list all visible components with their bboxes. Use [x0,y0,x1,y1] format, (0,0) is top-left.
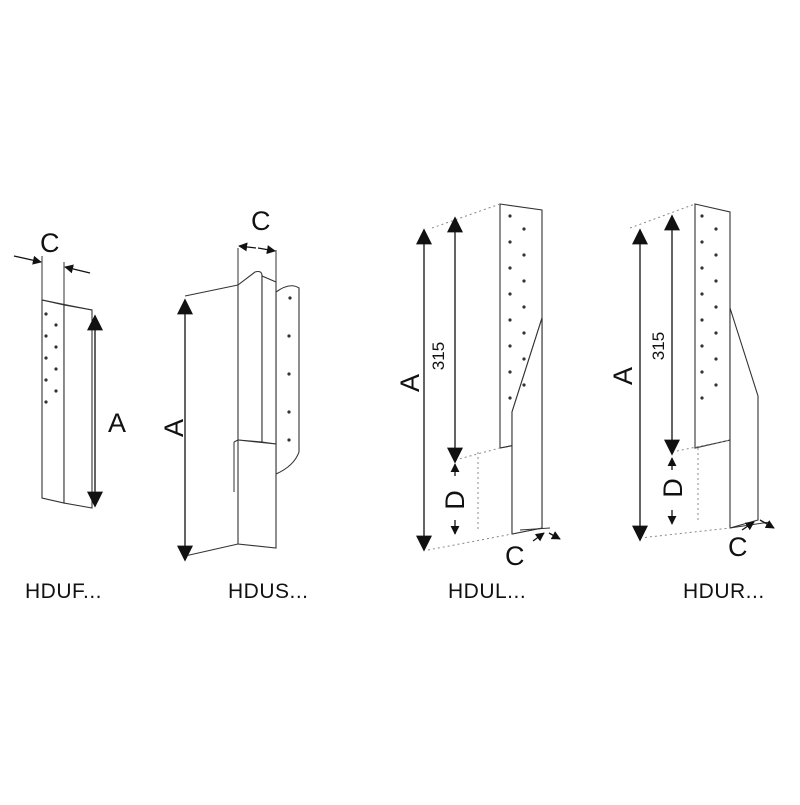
nail-hole [522,383,526,387]
nail-hole [522,331,526,335]
nail-hole [522,305,526,309]
figure-hduf: C A HDUF... [13,228,126,603]
nail-hole [522,253,526,257]
nail-hole [700,344,704,348]
figure-hdul: A 315 D C HDUL... [395,203,561,603]
hdur-bracket [629,203,771,539]
nail-hole [700,292,704,296]
hdul-bracket [427,203,551,551]
nail-hole [54,323,58,327]
hdus-label-c: C [251,206,271,236]
hdus-bracket [184,270,300,557]
nail-hole [714,357,718,361]
nail-hole [714,383,718,387]
nail-hole [44,400,48,404]
nail-hole [54,367,58,371]
nail-hole [522,279,526,283]
hdur-label-d: D [658,478,688,498]
nail-hole [44,378,48,382]
nail-hole [54,389,58,393]
nail-hole [44,334,48,338]
hdur-dimension-c: C [728,519,775,562]
nail-hole [54,345,58,349]
hdul-dimension-315: 315 [429,216,463,464]
nail-hole [508,214,512,218]
hdur-caption: HDUR... [683,580,765,603]
nail-hole [287,410,291,414]
nail-hole [714,253,718,257]
nail-hole [508,266,512,270]
hdul-dimension-c: C [505,531,561,571]
nail-hole [700,214,704,218]
hdul-caption: HDUL... [448,580,526,603]
hdul-label-a: A [395,374,425,392]
hduf-dimension-a: A [87,314,126,508]
hdur-label-c: C [728,532,748,562]
hduf-caption: HDUF... [25,580,102,603]
nail-hole [508,318,512,322]
hdur-label-a: A [608,367,638,385]
nail-hole [288,296,292,300]
hduf-label-c: C [40,228,60,258]
hdul-label-d: D [440,490,470,510]
nail-hole [700,318,704,322]
nail-hole [287,438,291,442]
hdul-label-c: C [505,541,525,571]
nail-hole [508,370,512,374]
hdur-label-height: 315 [649,332,668,360]
figure-hdus: C A HDUS... [159,206,309,603]
nail-hole [700,396,704,400]
hdus-label-a: A [159,419,189,437]
nail-hole [44,312,48,316]
nail-hole [714,305,718,309]
hdus-caption: HDUS... [228,580,309,603]
hdur-dimension-d: D [658,457,688,525]
nail-hole [714,279,718,283]
nail-hole [508,396,512,400]
nail-hole [287,372,291,376]
nail-hole [714,331,718,335]
hdul-label-height: 315 [429,342,448,370]
nail-hole [508,292,512,296]
nail-hole [700,266,704,270]
hduf-dimension-c: C [13,228,91,305]
nail-hole [287,334,291,338]
hdur-dimension-315: 315 [649,214,680,456]
nail-hole [522,227,526,231]
nail-hole [714,227,718,231]
nail-hole [522,357,526,361]
nail-hole [44,356,48,360]
nail-hole [508,344,512,348]
hdus-dimension-c: C [237,206,277,285]
figure-hdur: A 315 D C HDUR... [608,203,775,603]
hdus-dimension-a: A [159,298,193,562]
hdul-dimension-a: A [395,228,432,552]
nail-hole [508,240,512,244]
hdur-dimension-a: A [608,228,648,542]
hduf-bracket [41,299,93,509]
nail-hole [700,370,704,374]
hduf-label-a: A [108,408,126,438]
hdul-dimension-d: D [440,463,470,535]
nail-hole [700,240,704,244]
